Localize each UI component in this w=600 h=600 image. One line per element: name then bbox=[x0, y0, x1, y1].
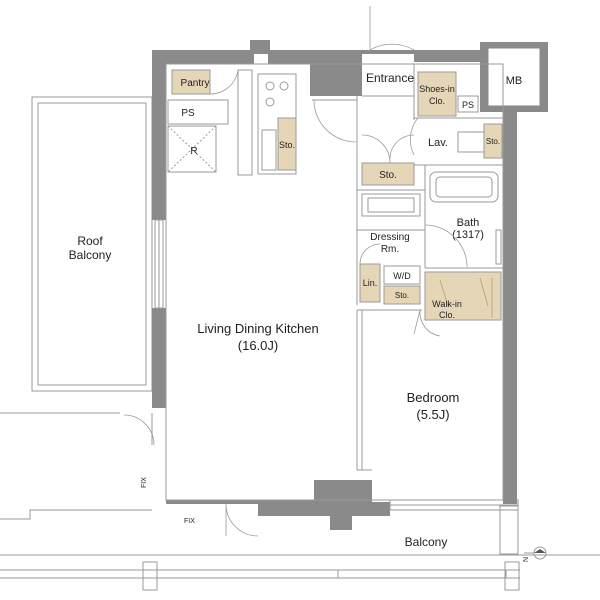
roof-balcony: Roof Balcony bbox=[31, 96, 153, 392]
dressing-label-1: Dressing bbox=[370, 232, 409, 243]
balcony-label: Balcony bbox=[405, 535, 448, 549]
bath-label: Bath bbox=[457, 217, 480, 229]
lin-label: Lin. bbox=[363, 278, 378, 288]
balcony: Balcony bbox=[405, 505, 519, 555]
bath-size-label: (1317) bbox=[452, 229, 484, 241]
entrance-label: Entrance bbox=[366, 71, 414, 85]
site-lines bbox=[0, 412, 600, 591]
walk-in-label-1: Walk-in bbox=[432, 299, 462, 309]
mb-label: MB bbox=[506, 75, 523, 87]
dressing-room: Dressing Rm. Lin. W/D Sto. bbox=[359, 193, 421, 305]
kitchen-sto-label: Sto. bbox=[279, 140, 295, 150]
roof-balcony-label-1: Roof bbox=[77, 234, 103, 248]
fix-bottom-label: FIX bbox=[184, 518, 195, 525]
inner-lines bbox=[165, 63, 504, 501]
hall-sto-label: Sto. bbox=[379, 170, 397, 181]
annotations: FIX FIX bbox=[141, 477, 195, 525]
lav-label: Lav. bbox=[428, 137, 448, 149]
bedroom: Bedroom (5.5J) bbox=[407, 390, 460, 422]
entrance-area: Entrance Shoes-in Clo. PS Sto. bbox=[313, 6, 479, 186]
pantry-area: Pantry PS R bbox=[167, 69, 239, 173]
r-label: R bbox=[190, 146, 197, 157]
walk-in-closet: Walk-in Clo. bbox=[413, 271, 502, 337]
lavatory: Lav. Sto. bbox=[409, 117, 503, 159]
pantry-label: Pantry bbox=[181, 78, 210, 89]
living-dining-kitchen: Living Dining Kitchen (16.0J) bbox=[123, 321, 319, 537]
ps-upper-label: PS bbox=[181, 108, 195, 119]
dressing-label-2: Rm. bbox=[381, 244, 399, 255]
walk-in-label-2: Clo. bbox=[439, 310, 455, 320]
lav-sto-label: Sto. bbox=[486, 137, 500, 146]
roof-balcony-label-2: Balcony bbox=[69, 248, 112, 262]
fix-left-label: FIX bbox=[141, 477, 148, 488]
ldk-label: Living Dining Kitchen bbox=[197, 321, 318, 336]
bath: Bath (1317) bbox=[424, 171, 502, 268]
shoes-in-label-1: Shoes-in bbox=[419, 84, 455, 94]
compass-icon: N bbox=[523, 546, 547, 562]
bedroom-size-label: (5.5J) bbox=[416, 407, 449, 422]
ps-entrance-label: PS bbox=[462, 100, 474, 110]
walls: MB bbox=[152, 40, 548, 530]
bedroom-label: Bedroom bbox=[407, 390, 460, 405]
compass-label: N bbox=[523, 557, 530, 562]
shoes-in-label-2: Clo. bbox=[429, 96, 445, 106]
ldk-size-label: (16.0J) bbox=[238, 338, 278, 353]
wd-sto-label: Sto. bbox=[395, 291, 409, 300]
kitchen-counter: Sto. bbox=[257, 73, 297, 175]
wd-label: W/D bbox=[393, 271, 411, 281]
